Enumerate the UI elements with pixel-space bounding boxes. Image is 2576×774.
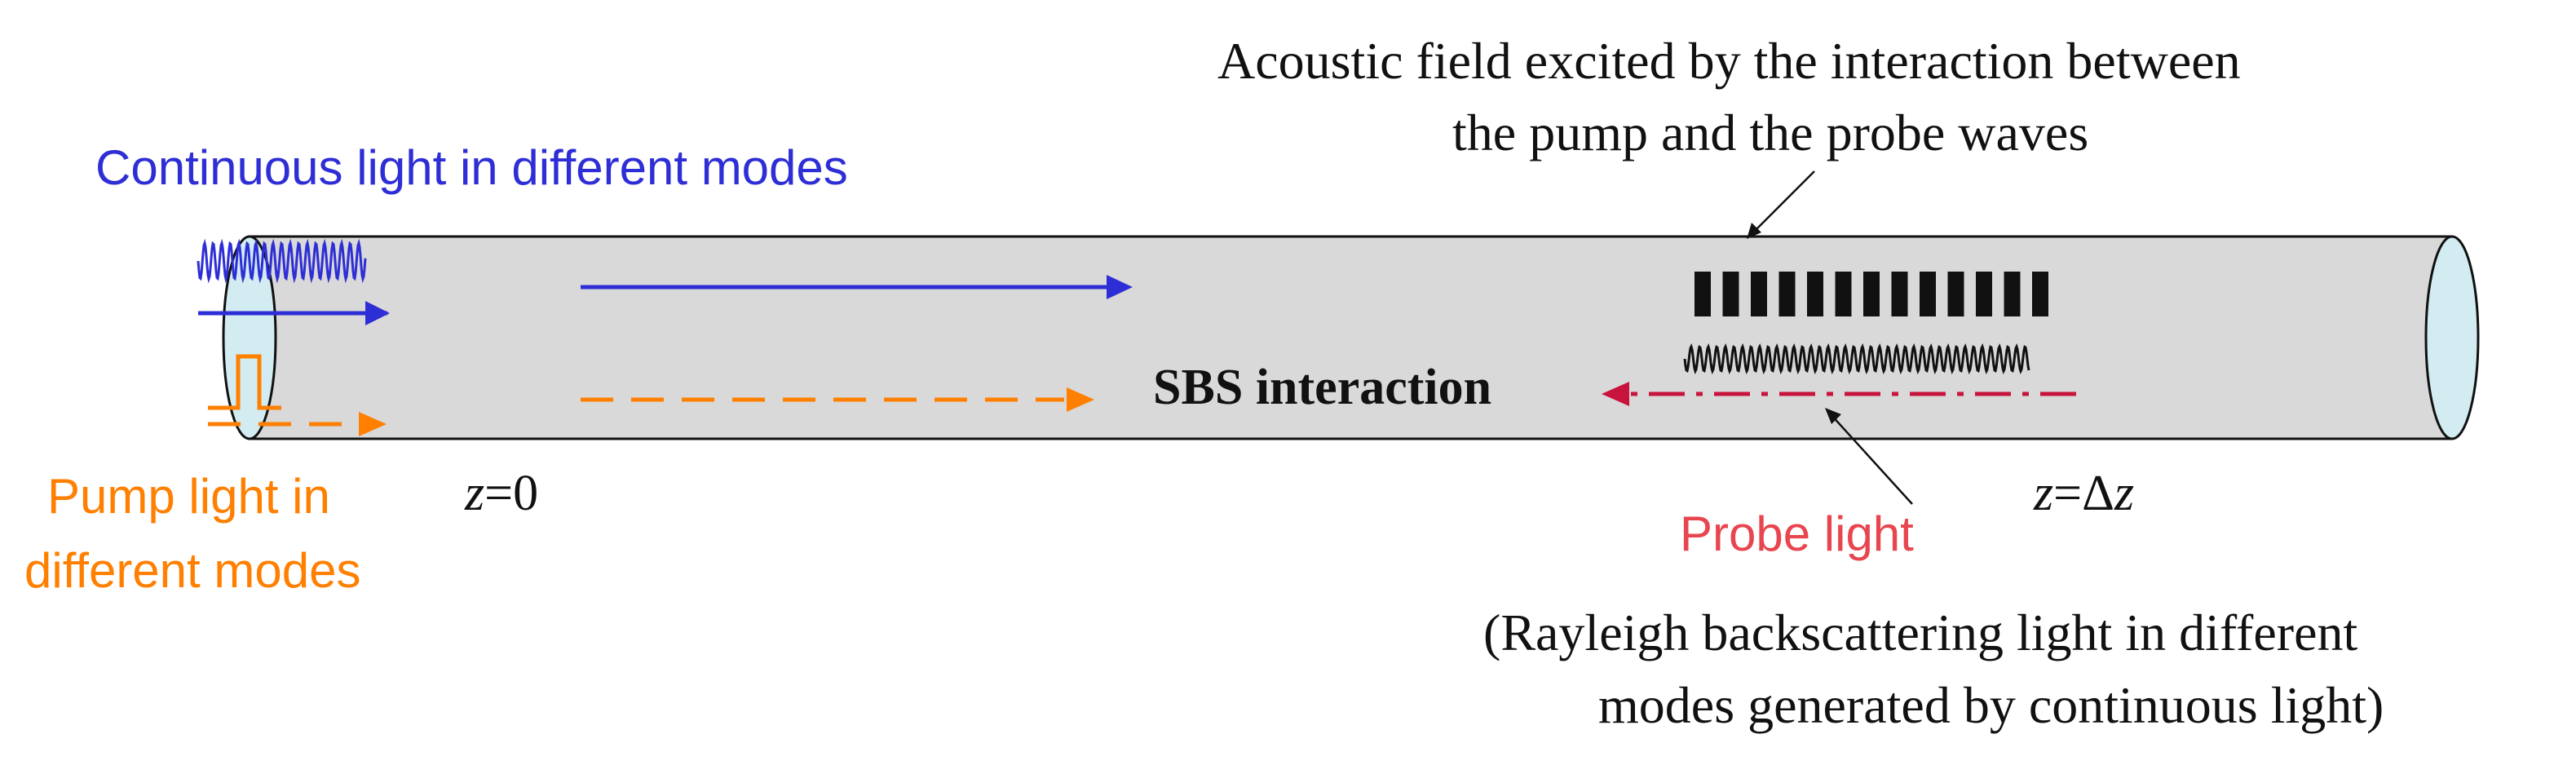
grating-bar	[1920, 272, 1936, 316]
acoustic-field-label-line1: Acoustic field excited by the interactio…	[1217, 32, 2241, 90]
z-start-variable: z	[465, 466, 485, 521]
continuous-input-arrowhead	[365, 301, 390, 325]
acoustic-field-label-line2: the pump and the probe waves	[1452, 104, 2089, 161]
grating-bar	[1778, 272, 1796, 316]
grating-bar	[1695, 272, 1711, 316]
probe-light-label: Probe light	[1680, 506, 1914, 561]
pump-input-arrowhead	[359, 412, 387, 436]
continuous-light-label: Continuous light in different modes	[95, 140, 848, 195]
probe-callout-line	[1830, 414, 1913, 505]
grating-bar	[1835, 272, 1852, 316]
pulse-icon	[208, 354, 281, 410]
sbs-interaction-label: SBS interaction	[1153, 360, 1492, 415]
rayleigh-label-line1: (Rayleigh backscattering light in differ…	[1483, 604, 2358, 661]
grating-bar	[2032, 272, 2048, 316]
grating-bar	[1807, 272, 1823, 316]
probe-callout-arrowhead	[1825, 408, 1841, 424]
grating-bar	[2004, 272, 2021, 316]
rayleigh-label-line2: modes generated by continuous light)	[1598, 676, 2384, 734]
z-end-delta: =Δ	[2053, 466, 2114, 521]
continuous-wave-icon	[197, 238, 367, 284]
z-end-variable: z	[2034, 466, 2054, 521]
fiber-body	[250, 237, 2452, 439]
z-end-variable-2: z	[2114, 466, 2135, 521]
z-start-value: =0	[484, 466, 539, 521]
pump-fiber-arrowhead	[1067, 387, 1094, 412]
acoustic-callout-arrowhead	[1747, 223, 1761, 239]
probe-wave-icon	[1683, 343, 2030, 375]
grating-icon	[1695, 272, 2048, 316]
z-end-label: z=Δz	[2034, 468, 2134, 519]
grating-bar	[1722, 272, 1739, 316]
grating-bar	[1863, 272, 1880, 316]
continuous-fiber-arrowhead	[1107, 275, 1133, 299]
pump-light-label-line2: different modes	[24, 543, 361, 598]
fiber-right-end	[2424, 235, 2480, 440]
acoustic-callout-line	[1752, 170, 1815, 233]
probe-fiber-arrowhead	[1602, 382, 1629, 406]
grating-bar	[1751, 272, 1767, 316]
pump-light-label-line1: Pump light in	[47, 469, 330, 524]
grating-bar	[1947, 272, 1964, 316]
grating-bar	[1891, 272, 1908, 316]
grating-bar	[1976, 272, 1992, 316]
z-start-label: z=0	[465, 468, 538, 519]
